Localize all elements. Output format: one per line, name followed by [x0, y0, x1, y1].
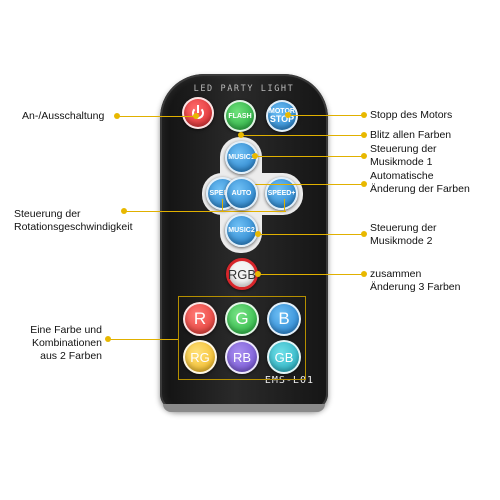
callout-line-music1 [255, 156, 362, 157]
speed-minus-label: SPEED- [209, 190, 236, 197]
red-button[interactable]: R [183, 302, 217, 336]
flash-label: FLASH [228, 112, 252, 120]
callout-dot-music1-end [361, 153, 367, 159]
callout-dot-power-end [193, 113, 199, 119]
callout-dot-rgb-end [361, 271, 367, 277]
callout-line-music2 [258, 234, 362, 235]
remote-bottom-edge [163, 404, 325, 412]
speed-plus-button[interactable]: SPEED+ [265, 177, 298, 210]
rg-button[interactable]: RG [183, 340, 217, 374]
callout-dot-speed-start [121, 208, 127, 214]
annotation-flash: Blitz allen Farben [370, 129, 452, 141]
auto-label: AUTO [231, 190, 252, 197]
remote-title: LED PARTY LIGHT [193, 84, 295, 94]
motor-stop-button[interactable]: MOTOR STOP [266, 100, 298, 132]
blue-label: B [278, 309, 290, 328]
callout-dot-auto-end [361, 181, 367, 187]
callout-dot-flash-end [361, 132, 367, 138]
callout-vline-speed-right [284, 199, 285, 211]
music2-label: MUSIC2 [228, 227, 255, 234]
speed-plus-label: SPEED+ [267, 190, 296, 197]
rg-label: RG [190, 349, 210, 365]
rgb-label: RGB [227, 266, 257, 282]
music1-label: MUSIC1 [228, 154, 255, 161]
callout-line-auto [244, 184, 362, 185]
music1-button[interactable]: MUSIC1 [225, 141, 258, 174]
rb-button[interactable]: RB [225, 340, 259, 374]
auto-button[interactable]: AUTO [225, 177, 258, 210]
annotation-music2: Steuerung der Musikmode 2 [370, 222, 437, 248]
callout-dot-music1-start [252, 153, 258, 159]
callout-line-power [116, 116, 194, 117]
rb-label: RB [232, 349, 252, 365]
red-label: R [193, 309, 207, 328]
annotation-rgb: zusammen Änderung 3 Farben [370, 268, 461, 294]
callout-dot-music2-end [361, 231, 367, 237]
callout-dot-motor-end [361, 112, 367, 118]
rgb-button[interactable]: RGB [226, 258, 258, 290]
callout-dot-power-start [114, 113, 120, 119]
callout-dot-music2-start [255, 231, 261, 237]
callout-line-speed [124, 211, 286, 212]
annotation-colors: Eine Farbe und Kombinationen aus 2 Farbe… [30, 324, 102, 363]
gb-label: GB [274, 349, 294, 365]
annotation-power: An-/Ausschaltung [22, 110, 105, 122]
callout-dot-flash-start [238, 132, 244, 138]
callout-line-motor [288, 115, 362, 116]
blue-button[interactable]: B [267, 302, 301, 336]
annotation-motor-stop: Stopp des Motors [370, 109, 453, 121]
green-button[interactable]: G [225, 302, 259, 336]
stop-label: STOP [269, 113, 295, 124]
callout-line-flash [241, 135, 362, 136]
flash-button[interactable]: FLASH [224, 100, 256, 132]
model-label: EMS-L01 [264, 375, 314, 386]
callout-dot-motor-start [285, 112, 291, 118]
green-label: G [235, 309, 249, 328]
color-buttons-frame [178, 296, 306, 380]
annotation-auto: Automatische Änderung der Farben [370, 170, 470, 196]
callout-dot-colors-start [105, 336, 111, 342]
callout-line-rgb [258, 274, 362, 275]
motor-label: MOTOR [269, 107, 295, 115]
annotation-music1: Steuerung der Musikmode 1 [370, 143, 437, 169]
gb-button[interactable]: GB [267, 340, 301, 374]
annotation-speed: Steuerung der Rotationsgeschwindigkeit [14, 208, 133, 234]
callout-line-colors [108, 339, 178, 340]
callout-dot-rgb-start [255, 271, 261, 277]
callout-vline-speed-left [222, 199, 223, 211]
music2-button[interactable]: MUSIC2 [225, 214, 258, 247]
